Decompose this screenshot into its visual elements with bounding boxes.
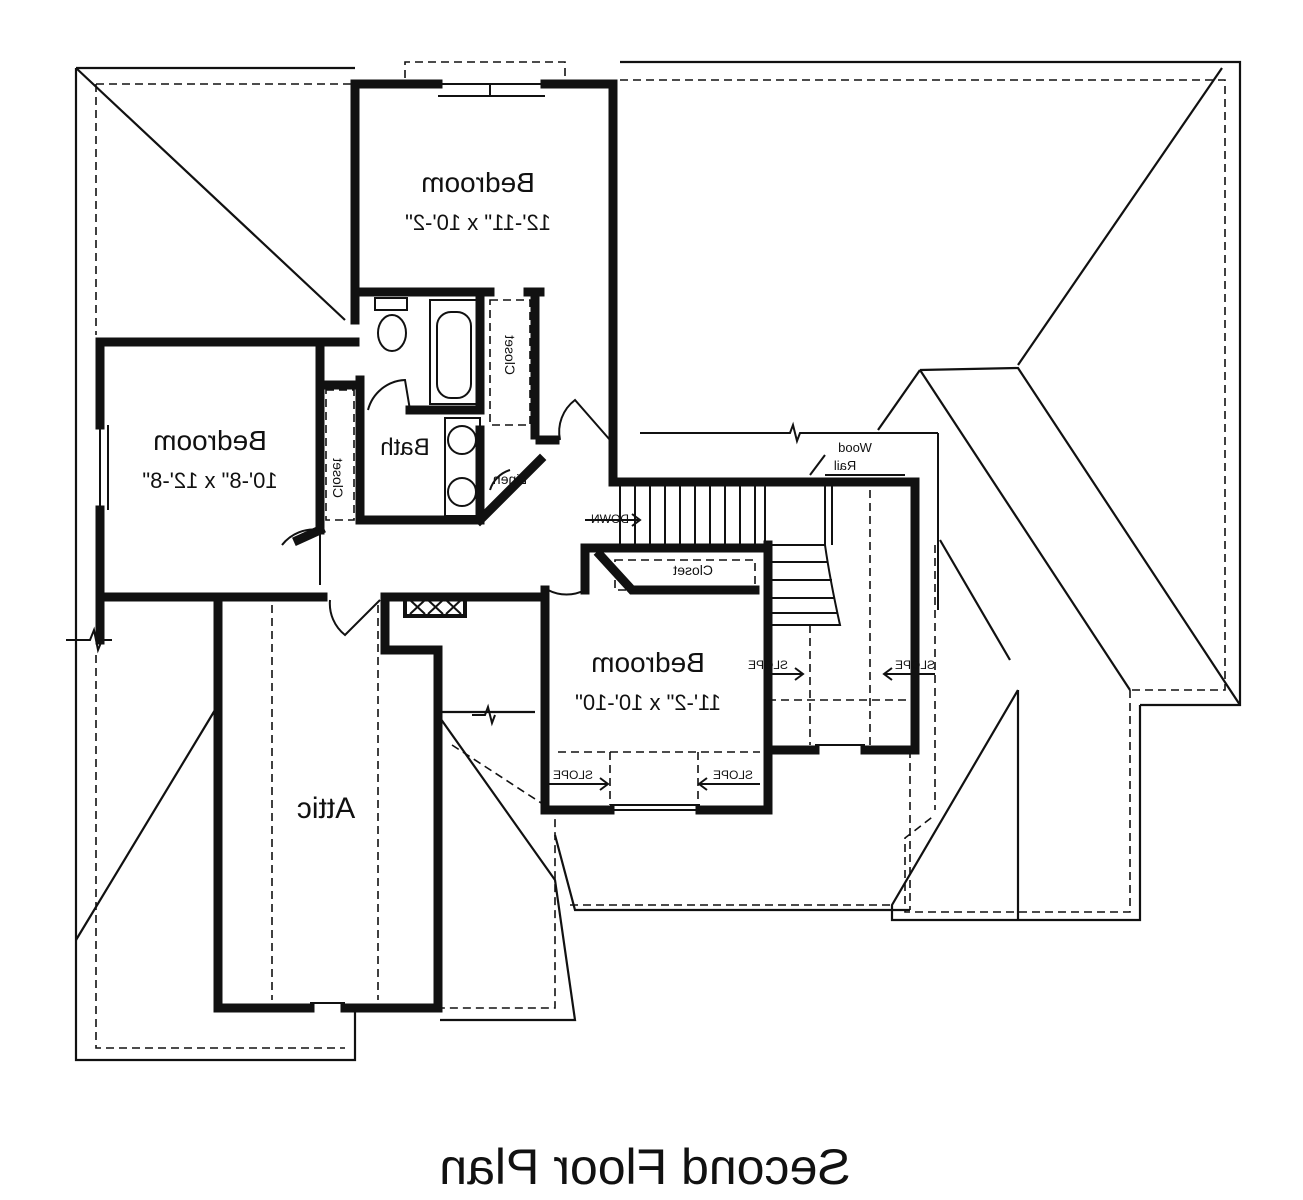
room-bedroom-right: Bedroom 11'-2" x 10'-10" [575, 647, 721, 715]
closet-right-label: Closet [673, 562, 713, 578]
plan-title: Second Floor Plan [439, 1139, 850, 1195]
closet-left-label: Closet [330, 458, 346, 498]
room-name: Bedroom [421, 167, 535, 198]
room-size: 10'-8" x 12'-8" [142, 468, 277, 493]
room-name: Bedroom [591, 647, 705, 678]
svg-text:Closet: Closet [502, 335, 518, 375]
slope-label-4: SLOPE [713, 768, 753, 782]
linen-label: Linen [493, 471, 527, 487]
svg-text:Closet: Closet [330, 458, 346, 498]
room-name: Bedroom [153, 425, 267, 456]
down-label: DOWN [591, 512, 629, 526]
slope-label-3: SLOPE [553, 768, 593, 782]
slope-label-2: SLOPE [895, 658, 935, 672]
closet-bath-label: Closet [502, 335, 518, 375]
rail-label: Rail [834, 458, 857, 473]
roof-lines [66, 60, 1242, 1062]
slope-label-1: SLOPE [748, 658, 788, 672]
room-attic: Attic [297, 792, 355, 825]
bath-fixtures [325, 297, 756, 591]
room-name: Bath [380, 434, 429, 461]
room-name: Attic [297, 792, 355, 825]
room-bedroom-left: Bedroom 10'-8" x 12'-8" [142, 425, 277, 493]
walls [95, 79, 920, 1013]
wood-label: Wood [838, 440, 872, 455]
stairs [271, 454, 935, 1000]
room-bath: Bath [380, 434, 429, 461]
room-size: 11'-2" x 10'-10" [575, 690, 721, 715]
room-size: 12'-11" x 10'-2" [405, 210, 551, 235]
room-bedroom-top: Bedroom 12'-11" x 10'-2" [405, 167, 551, 235]
door-swings [281, 378, 611, 637]
